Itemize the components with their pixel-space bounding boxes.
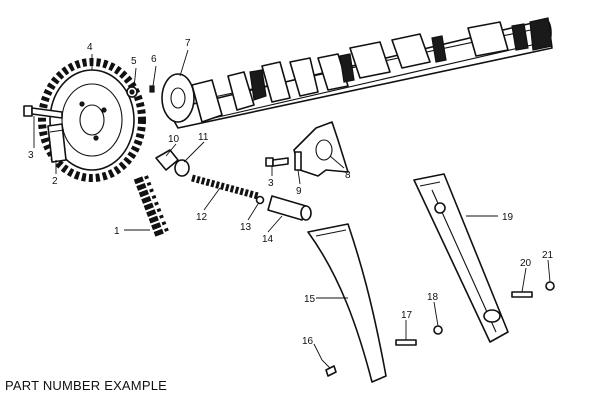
callout-2: 2 xyxy=(52,176,58,187)
callout-3-bolt: 3 xyxy=(28,150,34,161)
leader-lines xyxy=(33,49,551,369)
washer xyxy=(149,85,155,93)
lock-plate xyxy=(47,123,67,163)
sealing-ring xyxy=(174,159,190,177)
tensioner-spring xyxy=(191,174,259,200)
pivot-pin xyxy=(511,291,533,298)
sprocket-bolt xyxy=(23,105,63,119)
caption-text: PART NUMBER EXAMPLE xyxy=(5,378,168,393)
callout-numbers: 1 2 3 3 4 5 6 7 8 9 10 11 12 13 14 15 16… xyxy=(28,38,554,347)
callout-4: 4 xyxy=(87,42,93,53)
guide-rail xyxy=(307,223,387,383)
callout-18: 18 xyxy=(427,292,439,303)
callout-17: 17 xyxy=(401,310,413,321)
rail-pin xyxy=(395,339,417,346)
callout-7: 7 xyxy=(185,38,191,49)
tensioner-piston xyxy=(267,195,312,221)
callout-5: 5 xyxy=(131,56,137,67)
callout-19: 19 xyxy=(502,212,514,223)
ball xyxy=(255,195,265,205)
callout-11: 11 xyxy=(198,132,209,143)
bearing-bracket xyxy=(293,121,349,177)
callout-16: 16 xyxy=(302,336,314,347)
clip xyxy=(325,365,337,377)
callout-15: 15 xyxy=(304,294,316,305)
callout-13: 13 xyxy=(240,222,252,233)
plug xyxy=(155,149,179,171)
rail-washer xyxy=(433,325,443,335)
callout-3-bracket-bolt: 3 xyxy=(268,178,274,189)
callout-6: 6 xyxy=(151,54,157,65)
callout-9: 9 xyxy=(296,186,302,197)
callout-10: 10 xyxy=(168,134,180,145)
locating-pin xyxy=(294,151,302,171)
nut xyxy=(126,86,138,98)
callout-14: 14 xyxy=(262,234,274,245)
callout-20: 20 xyxy=(520,258,532,269)
circlip xyxy=(545,281,555,291)
bracket-bolt xyxy=(265,157,289,167)
callout-1: 1 xyxy=(114,226,120,237)
callout-8: 8 xyxy=(345,170,351,181)
callout-12: 12 xyxy=(196,212,208,223)
tensioner-rail xyxy=(413,173,509,343)
camshaft xyxy=(161,17,553,129)
callout-21: 21 xyxy=(542,250,554,261)
timing-chain xyxy=(133,175,170,238)
